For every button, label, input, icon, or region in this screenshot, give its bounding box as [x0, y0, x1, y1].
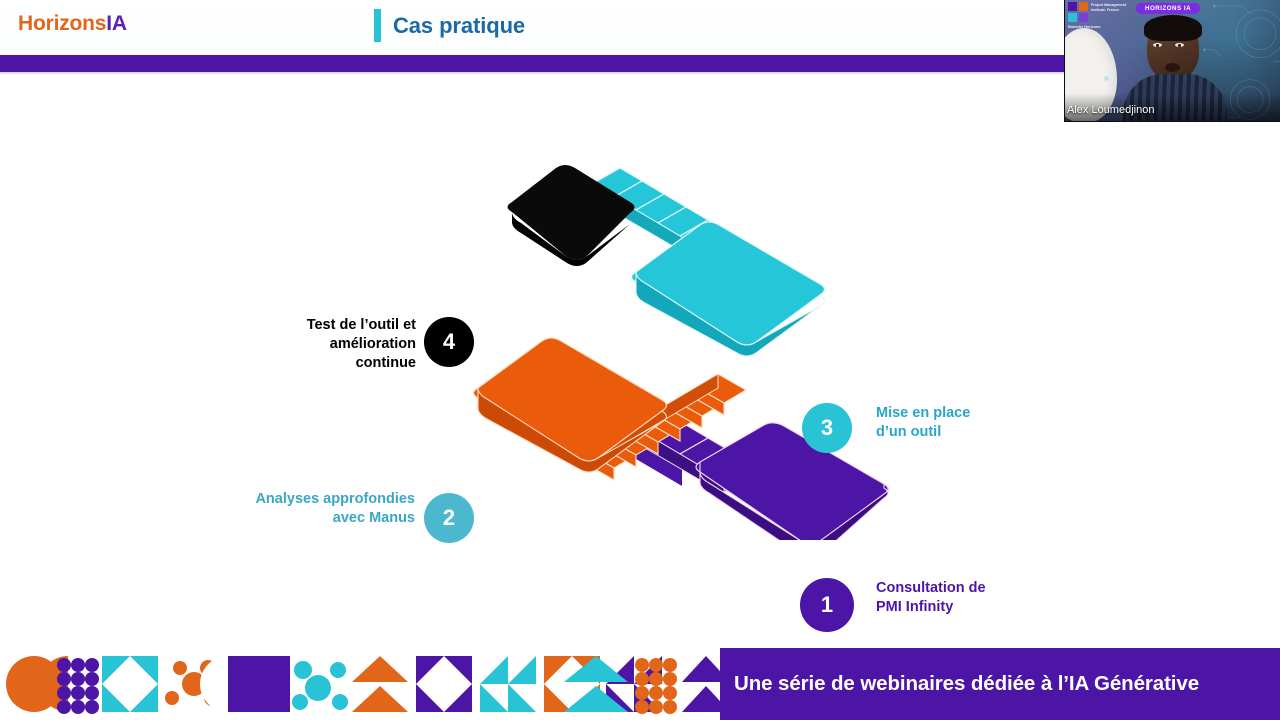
pattern-tile-8: [416, 656, 472, 712]
step-2-number-badge: 2: [424, 493, 474, 543]
pattern-tile-purple-triangles: [682, 656, 720, 712]
title-accent-bar: [374, 9, 381, 42]
logo-square-orange: [1079, 2, 1088, 11]
pattern-tile-6: [292, 661, 348, 710]
webcam-overlay[interactable]: Project Management Institute. France. Br…: [1064, 0, 1280, 122]
platform-2-orange: [472, 337, 748, 481]
footer-banner: Une série de webinaires dédiée à l’IA Gé…: [720, 648, 1280, 720]
person-hair: [1144, 15, 1202, 41]
pattern-tiles-extra: [564, 656, 720, 714]
step-3-number-badge: 3: [802, 403, 852, 453]
participant-name-label: Alex Loumedjinon: [1067, 104, 1155, 116]
platform-2-edge: [477, 387, 668, 473]
platform-3-cyan: [590, 167, 826, 357]
logo-square-purple: [1068, 2, 1077, 11]
pattern-tile-cyan-triangles: [564, 656, 628, 712]
pattern-tile-9: [480, 656, 536, 712]
logo-square-cyan: [1068, 13, 1077, 22]
header-divider-bar: [0, 55, 1280, 72]
process-staircase-diagram: Test de l’outil et amélioration continue…: [0, 120, 1280, 632]
slide-title-group: Cas pratique: [374, 9, 525, 42]
platform-3-top: [630, 221, 826, 346]
horizons-ia-badge: HORIZONS IA: [1136, 3, 1201, 14]
footer-banner-text: Une série de webinaires dédiée à l’IA Gé…: [734, 672, 1200, 695]
logo-square-violet: [1079, 13, 1088, 22]
pmi-logo-marks: [1068, 2, 1088, 22]
step-1-number-badge: 1: [800, 578, 854, 632]
person-eye-right: [1175, 43, 1184, 47]
pmi-logo-subtitle: Branche Horizons: [1068, 25, 1101, 29]
platform-4-top: [507, 165, 635, 260]
header-divider-shadow: [0, 72, 1280, 75]
pattern-tile-7: [352, 656, 408, 712]
platform-4-black: [507, 165, 635, 266]
staircase-graphic: [472, 165, 890, 540]
pattern-tile-orange-dot-grid: [635, 658, 677, 714]
brand-first-word: Horizons: [18, 12, 107, 35]
platform-1-top: [695, 422, 890, 540]
brand-logo: HorizonsIA: [18, 12, 127, 36]
pmi-logo-text: Project Management Institute. France.: [1091, 3, 1127, 12]
pattern-tile-3: [102, 656, 158, 712]
webcam-name-scrim: [1065, 93, 1280, 121]
step-2-label: Analyses approfondies avec Manus: [255, 491, 415, 527]
page-title: Cas pratique: [393, 12, 526, 38]
person-mouth: [1165, 63, 1180, 72]
pmi-logo: Project Management Institute. France.: [1068, 2, 1128, 28]
platform-3-edge: [635, 271, 826, 357]
platform-1-edge: [699, 462, 889, 540]
step-4-label: Test de l’outil et amélioration continue: [306, 317, 416, 372]
step-3-label: Mise en place d’un outil: [876, 405, 971, 441]
step-1-label: Consultation de PMI Infinity: [876, 580, 986, 616]
pattern-tile-2: [57, 658, 99, 714]
brand-second-word: IA: [106, 12, 127, 35]
person-eye-left: [1153, 43, 1162, 47]
step-4-number-badge: 4: [424, 317, 474, 367]
